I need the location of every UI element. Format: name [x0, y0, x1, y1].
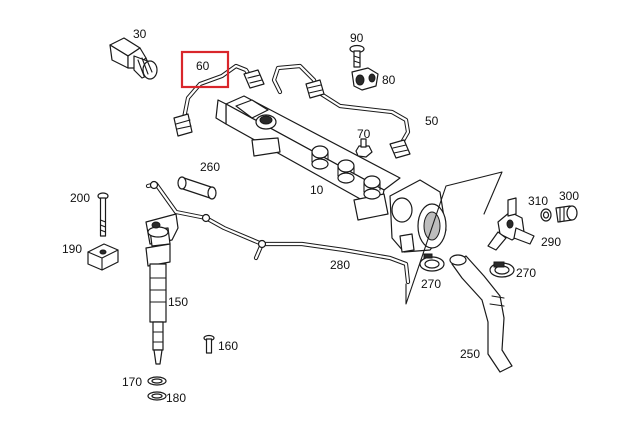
part-200-bolt[interactable] [97, 192, 109, 237]
part-80-clamp[interactable] [351, 67, 379, 91]
part-170-washer[interactable] [147, 376, 167, 386]
part-290-connector[interactable] [487, 197, 535, 251]
highlight-box-60 [180, 50, 230, 89]
part-310-seal[interactable] [540, 208, 552, 222]
part-10-fuel-rail[interactable] [215, 95, 401, 221]
label-310[interactable]: 310 [528, 194, 548, 208]
part-70-bolt[interactable] [355, 138, 373, 158]
part-30-sensor[interactable] [109, 37, 158, 80]
part-190-clamp[interactable] [87, 243, 119, 271]
label-60[interactable]: 60 [196, 59, 210, 73]
label-250[interactable]: 250 [460, 347, 480, 361]
label-200[interactable]: 200 [70, 191, 90, 205]
label-80[interactable]: 80 [382, 73, 396, 87]
label-50[interactable]: 50 [425, 114, 439, 128]
label-270-right[interactable]: 270 [516, 266, 536, 280]
label-10[interactable]: 10 [310, 183, 324, 197]
part-300-screw[interactable] [555, 205, 578, 223]
part-90-bolt[interactable] [349, 44, 365, 68]
label-280[interactable]: 280 [330, 258, 350, 272]
label-260[interactable]: 260 [200, 160, 220, 174]
part-160-bolt[interactable] [203, 334, 215, 354]
part-150-injector[interactable] [145, 213, 179, 365]
part-260-sleeve[interactable] [177, 176, 217, 200]
part-280-leak-off-line[interactable] [145, 180, 411, 285]
high-pressure-pump[interactable] [389, 179, 447, 253]
label-270-left[interactable]: 270 [421, 277, 441, 291]
label-290[interactable]: 290 [541, 235, 561, 249]
label-160[interactable]: 160 [218, 339, 238, 353]
part-180-seal[interactable] [147, 391, 167, 401]
label-180[interactable]: 180 [166, 391, 186, 405]
label-30[interactable]: 30 [133, 27, 147, 41]
label-90[interactable]: 90 [350, 31, 364, 45]
part-270-hose-clamp-right[interactable] [489, 261, 515, 278]
part-250-hose[interactable] [405, 171, 513, 373]
part-50-fuel-line[interactable] [271, 63, 411, 159]
label-150[interactable]: 150 [168, 295, 188, 309]
part-60-fuel-line[interactable] [173, 63, 265, 137]
part-270-hose-clamp-left[interactable] [419, 253, 445, 272]
label-70[interactable]: 70 [357, 127, 371, 141]
label-190[interactable]: 190 [62, 242, 82, 256]
label-300[interactable]: 300 [559, 189, 579, 203]
label-170[interactable]: 170 [122, 375, 142, 389]
